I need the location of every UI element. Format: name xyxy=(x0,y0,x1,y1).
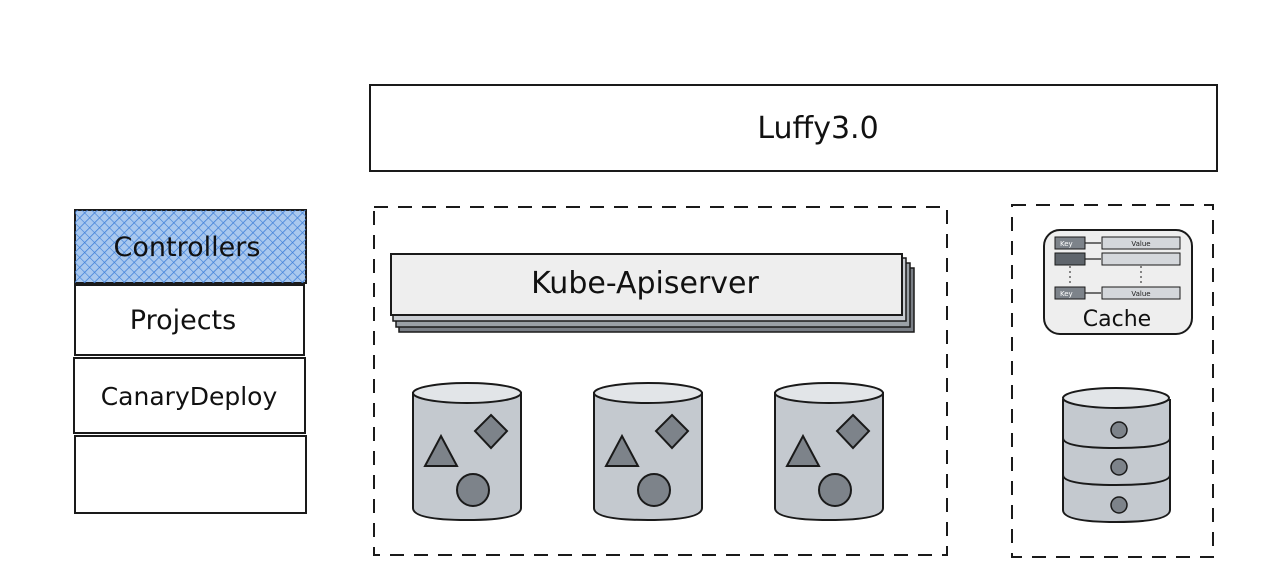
cache-container: Key Value Key Value Cache xyxy=(1011,204,1214,558)
sidebar-item-label: Projects xyxy=(130,305,236,336)
cache-label: Cache xyxy=(1083,307,1151,332)
shapes-cylinder-icon xyxy=(774,382,884,522)
triangle-icon xyxy=(423,433,459,467)
sidebar-item-empty[interactable] xyxy=(74,435,307,514)
sidebar-item-canarydeploy[interactable]: CanaryDeploy xyxy=(73,357,306,434)
database-stack-icon xyxy=(1062,387,1171,524)
cluster-container: Kube-Apiserver xyxy=(373,206,948,556)
apiserver-label: Kube-Apiserver xyxy=(531,266,759,301)
circle-icon xyxy=(637,473,671,507)
triangle-icon xyxy=(604,433,640,467)
cache-row: Key Value xyxy=(1054,236,1181,250)
sidebar: Controllers Projects CanaryDeploy xyxy=(73,209,307,514)
triangle-icon xyxy=(785,433,821,467)
cache-box: Key Value Key Value Cache xyxy=(1043,229,1193,335)
cache-row: Key Value xyxy=(1054,286,1181,300)
cache-value: Value xyxy=(1131,240,1150,248)
shapes-cylinder-icon xyxy=(593,382,703,522)
sidebar-item-label: Controllers xyxy=(114,232,261,263)
cache-key: Key xyxy=(1060,240,1073,248)
luffy-header: Luffy3.0 xyxy=(369,84,1218,172)
diamond-icon xyxy=(835,413,871,450)
shapes-cylinder-icon xyxy=(412,382,522,522)
kube-apiserver: Kube-Apiserver xyxy=(390,253,915,333)
cache-key: Key xyxy=(1060,290,1073,298)
header-title: Luffy3.0 xyxy=(757,111,878,146)
sidebar-item-label: CanaryDeploy xyxy=(101,382,278,411)
sidebar-item-projects[interactable]: Projects xyxy=(74,284,305,356)
circle-icon xyxy=(456,473,490,507)
storage-cylinders xyxy=(412,382,884,522)
sidebar-item-controllers[interactable]: Controllers xyxy=(74,209,307,284)
diamond-icon xyxy=(473,413,509,450)
circle-icon xyxy=(818,473,852,507)
cache-value: Value xyxy=(1131,290,1150,298)
cache-row xyxy=(1054,252,1181,266)
diamond-icon xyxy=(654,413,690,450)
